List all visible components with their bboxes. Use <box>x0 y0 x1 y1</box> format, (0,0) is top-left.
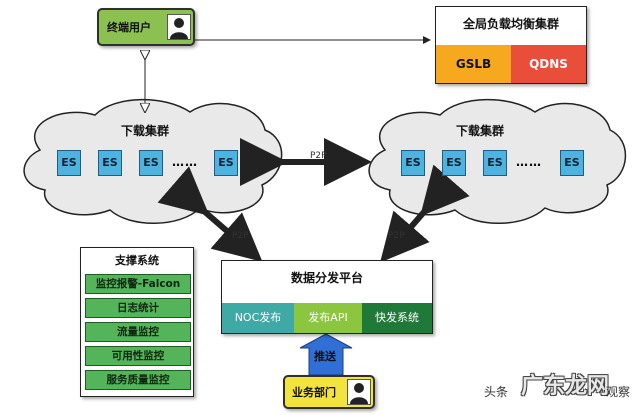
cluster-left-ellipsis: …… <box>172 155 198 169</box>
es-node: ES <box>401 150 425 176</box>
end-user-box: 终端用户 <box>97 8 195 46</box>
support-item: 流量监控 <box>85 322 191 342</box>
watermark-brand: 广东龙网 <box>521 374 610 399</box>
es-node: ES <box>483 150 507 176</box>
push-label: 推送 <box>314 350 336 363</box>
support-item: 日志统计 <box>85 298 191 318</box>
p2p-right-line <box>380 164 470 263</box>
es-node: ES <box>214 150 238 176</box>
person-icon <box>167 14 191 40</box>
push-arrow <box>299 333 353 376</box>
p2p-left-line <box>157 166 263 262</box>
support-item: 监控报警-Falcon <box>85 274 191 294</box>
p2p-between-label: P2P <box>310 151 327 161</box>
gslb-cell: GSLB <box>436 45 511 83</box>
es-node: ES <box>57 150 81 176</box>
watermark-prefix: 头条 <box>484 385 509 399</box>
es-node: ES <box>98 150 122 176</box>
end-user-label: 终端用户 <box>107 21 151 34</box>
qdns-cell: QDNS <box>511 45 586 83</box>
watermark-suffix: 观察 <box>606 385 631 399</box>
support-item: 可用性监控 <box>85 346 191 366</box>
cluster-left-title: 下载集群 <box>121 124 170 138</box>
p2p-left-label: P2P <box>232 231 249 241</box>
gslb-cluster: 全局负载均衡集群 GSLB QDNS <box>435 6 587 84</box>
es-node: ES <box>442 150 466 176</box>
gslb-title: 全局负载均衡集群 <box>462 17 559 31</box>
p2p-right-label: P2P <box>388 231 405 241</box>
platform-title: 数据分发平台 <box>290 271 363 285</box>
business-dept-box: 业务部门 <box>283 375 375 409</box>
cluster-right-ellipsis: …… <box>516 155 542 169</box>
cluster-right-title: 下载集群 <box>456 124 505 138</box>
person-icon <box>347 379 371 405</box>
publish-api-cell: 发布API <box>294 303 362 333</box>
support-item: 服务质量监控 <box>85 370 191 390</box>
fast-publish-cell: 快发系统 <box>362 303 432 333</box>
business-dept-label: 业务部门 <box>292 386 336 399</box>
es-node: ES <box>139 150 163 176</box>
data-distribution-platform: 数据分发平台 NOC发布 发布API 快发系统 <box>221 260 433 334</box>
support-system: 支撑系统 监控报警-Falcon 日志统计 流量监控 可用性监控 服务质量监控 <box>80 247 194 397</box>
support-title: 支撑系统 <box>115 254 159 267</box>
noc-publish-cell: NOC发布 <box>222 303 294 333</box>
es-node: ES <box>560 150 584 176</box>
